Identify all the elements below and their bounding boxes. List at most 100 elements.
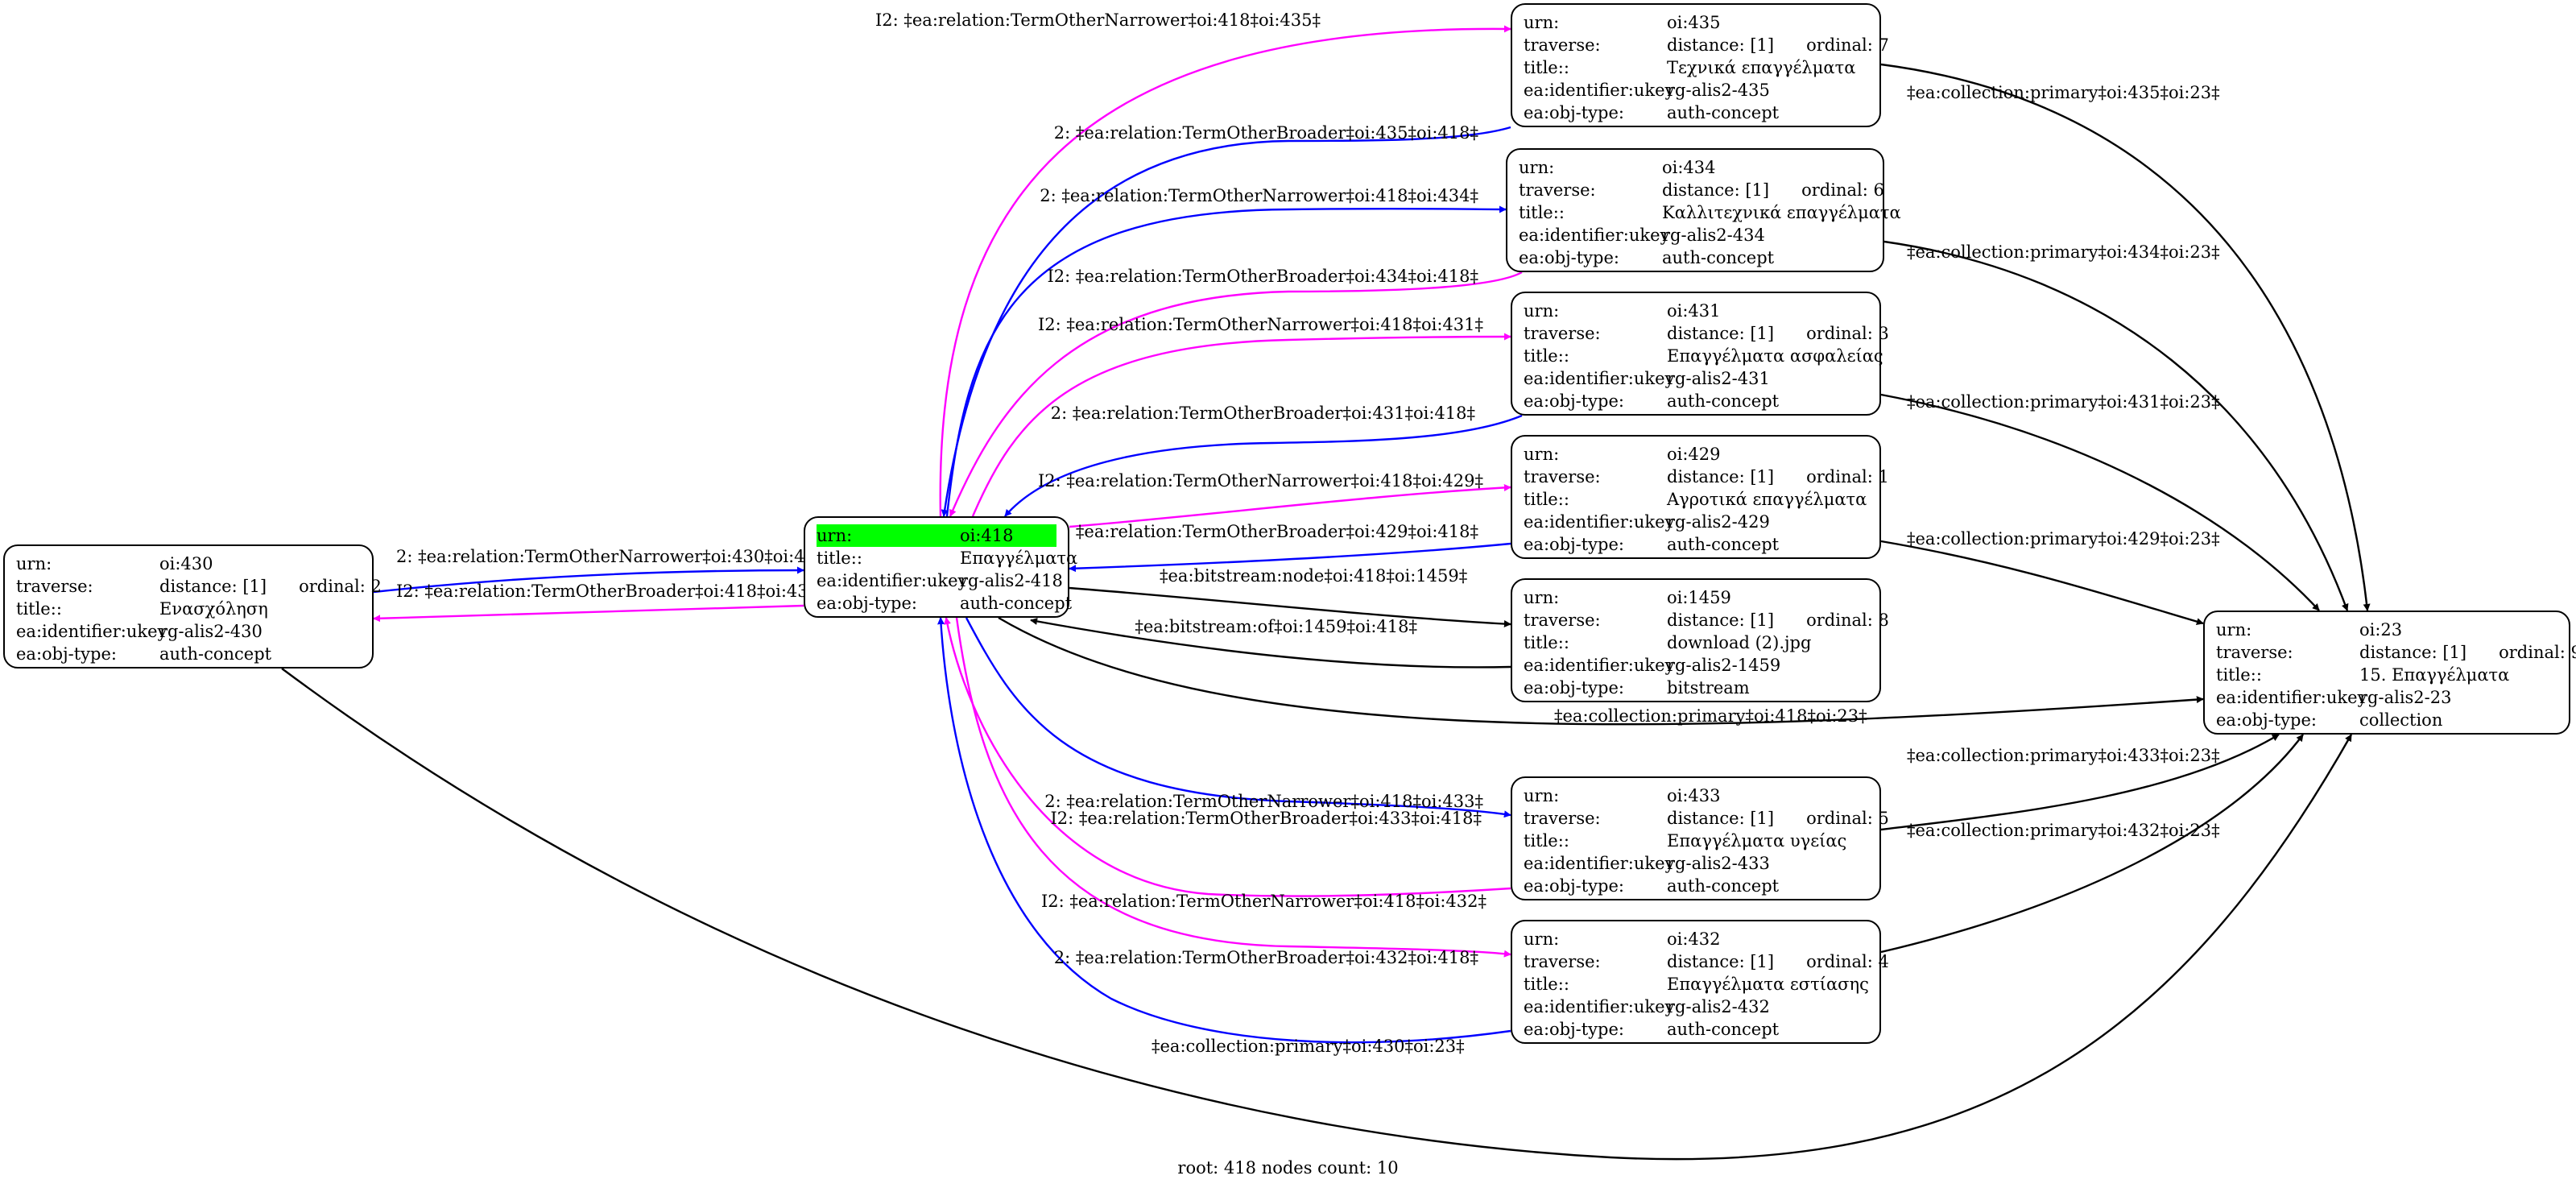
field-value: auth-concept [1667,103,1780,122]
edge-432-broad: 2: ‡ea:relation:TermOtherBroader‡oi:432‡… [937,617,1511,1044]
field-value: distance: [1] [1667,952,1775,971]
field-key: traverse: [2216,643,2293,662]
field-key: ea:identifier:ukey [817,571,968,590]
field-key: ea:obj-type: [817,594,917,613]
field-value: rg-alis2-434 [1662,226,1765,245]
edge-1459-node: ‡ea:bitstream:node‡oi:418‡oi:1459‡ [1069,566,1511,628]
edge-434-narrow: 2: ‡ea:relation:TermOtherNarrower‡oi:418… [945,186,1507,517]
edge-label: I2: ‡ea:relation:TermOtherNarrower‡oi:41… [875,10,1321,30]
field-ordinal: ordinal: 2 [299,577,382,596]
field-key: ea:identifier:ukey [1524,656,1675,675]
edge-line [944,617,1511,897]
field-value: oi:431 [1667,301,1721,321]
edge-label: ‡ea:collection:primary‡oi:431‡oi:23‡ [1907,392,2220,412]
field-key: traverse: [1519,180,1596,200]
field-key: urn: [2216,620,2252,640]
node-field-row: title::Καλλιτεχνικά επαγγέλματα [1519,201,1901,224]
field-value: rg-alis2-432 [1667,997,1770,1016]
node-field-row: ea:obj-type:bitstream [1524,677,1868,699]
node-field-row: urn:oi:433 [1524,784,1868,807]
field-value: oi:432 [1667,929,1721,949]
field-value: auth-concept [1667,1020,1780,1039]
field-value: rg-alis2-431 [1667,369,1770,388]
edge-label: I2: ‡ea:relation:TermOtherNarrower‡oi:41… [1038,471,1483,491]
edge-line [1880,540,2204,626]
field-key: title:: [1524,633,1569,652]
edge-label: 2: ‡ea:relation:TermOtherBroader‡oi:429‡… [1054,522,1478,541]
field-value: oi:429 [1667,445,1721,464]
field-value: distance: [1] [2359,643,2467,662]
field-value: auth-concept [960,594,1073,613]
edge-label: I2: ‡ea:relation:TermOtherBroader‡oi:433… [1050,809,1482,828]
node-field-row: title::15. Επαγγέλματα [2216,664,2557,686]
edge-line [937,617,1511,1044]
edge-coll-430: ‡ea:collection:primary‡oi:430‡oi:23‡ [281,668,2353,1161]
field-value: Επαγγέλματα υγείας [1667,831,1847,851]
edge-line [941,126,1511,517]
edge-coll-431: ‡ea:collection:primary‡oi:431‡oi:23‡ [1880,392,2320,611]
node-field-row: ea:obj-type:collection [2216,709,2557,731]
field-key: urn: [817,526,853,545]
edge-435-narrow: I2: ‡ea:relation:TermOtherNarrower‡oi:41… [875,10,1511,517]
edge-label: ‡ea:bitstream:of‡oi:1459‡oi:418‡ [1135,617,1417,636]
field-value: rg-alis2-430 [159,622,263,641]
field-key: ea:obj-type: [1524,103,1624,122]
field-ordinal: ordinal: 5 [1806,809,1889,828]
edge-label: ‡ea:collection:primary‡oi:429‡oi:23‡ [1907,529,2220,548]
field-key: traverse: [1524,611,1601,630]
field-value: oi:433 [1667,786,1721,805]
edge-line [1880,734,2304,954]
edge-label: 2: ‡ea:relation:TermOtherBroader‡oi:432‡… [1054,948,1478,967]
node-field-row: title::download (2).jpg [1524,631,1868,654]
field-value: distance: [1] [1667,324,1775,343]
field-key: ea:obj-type: [1524,678,1624,697]
edge-coll-433: ‡ea:collection:primary‡oi:433‡oi:23‡ [1880,733,2280,831]
node-field-row: title::Επαγγέλματα [817,547,1077,569]
field-value: auth-concept [1667,391,1780,411]
field-value: oi:435 [1667,13,1721,32]
field-key: ea:identifier:ukey [16,622,167,641]
edge-line [1880,63,2371,611]
edge-line [1880,733,2280,831]
field-key: urn: [16,554,52,573]
field-key: title:: [16,599,62,619]
node-field-row: title::Ενασχόληση [16,598,361,620]
edge-label: ‡ea:collection:primary‡oi:418‡oi:23‡ [1554,706,1867,726]
edge-line [949,271,1523,517]
node-field-row: title::Τεχνικά επαγγέλματα [1524,56,1868,79]
field-key: traverse: [16,577,93,596]
field-value: auth-concept [1662,248,1775,267]
node-field-row: urn:oi:429 [1524,443,1868,466]
field-value: rg-alis2-435 [1667,81,1770,100]
field-key: ea:obj-type: [1519,248,1619,267]
field-value: oi:418 [960,526,1014,545]
edge-430-broad: I2: ‡ea:relation:TermOtherBroader‡oi:418… [373,582,828,623]
field-key: ea:identifier:ukey [1524,512,1675,532]
edge-line [965,617,1511,818]
field-ordinal: ordinal: 8 [1806,611,1889,630]
node-field-row: ea:obj-type:auth-concept [1524,533,1868,556]
field-key: ea:obj-type: [2216,710,2317,730]
node-field-row: traverse:distance: [1]ordinal: 7 [1524,34,1889,56]
node-field-row: ea:obj-type:auth-concept [16,643,361,665]
field-value: rg-alis2-23 [2359,688,2452,707]
edge-429-narrow: I2: ‡ea:relation:TermOtherNarrower‡oi:41… [1038,471,1511,528]
node-field-row: urn:oi:23 [2216,619,2557,641]
field-value: distance: [1] [1667,35,1775,55]
node-field-row: urn:oi:430 [16,553,361,575]
node-field-row: traverse:distance: [1]ordinal: 5 [1524,807,1889,830]
field-key: title:: [817,548,862,568]
field-value: oi:434 [1662,158,1716,177]
